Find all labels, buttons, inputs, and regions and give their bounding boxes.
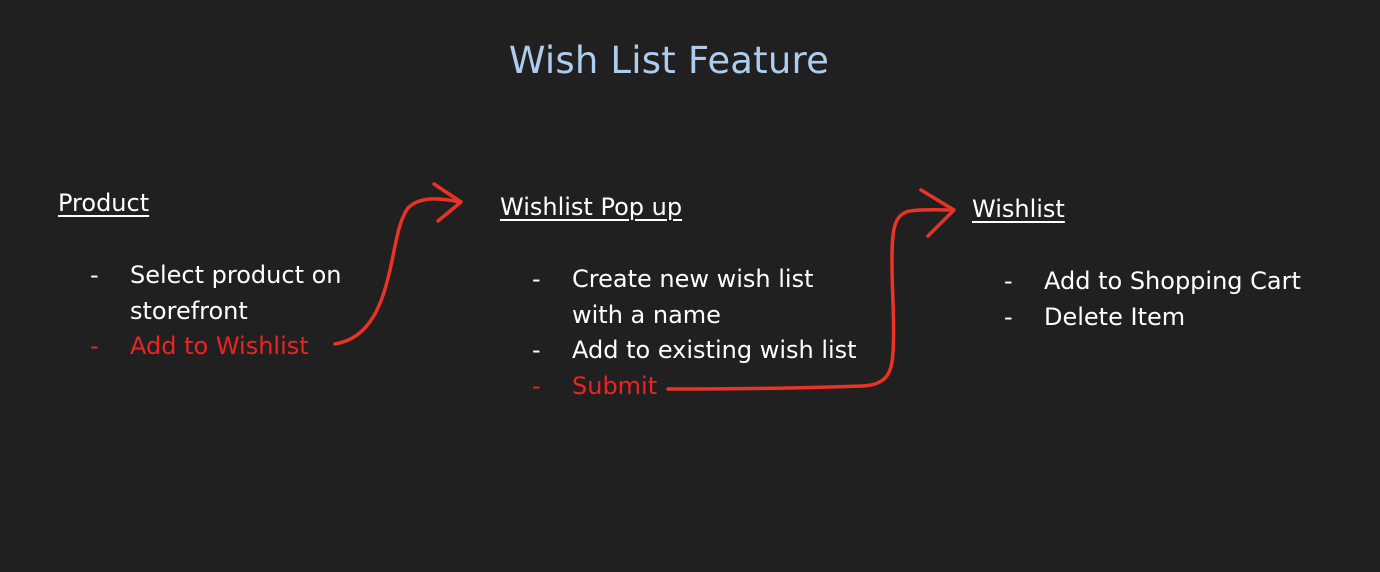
product-header: Product: [58, 189, 150, 217]
step-text-line: storefront: [130, 296, 248, 325]
wishlist-steps-list: - Add to Shopping Cart - Delete Item: [1004, 264, 1301, 335]
step-text-line: Create new wish list: [572, 265, 814, 293]
wishlist-popup-header: Wishlist Pop up: [500, 193, 683, 221]
bullet-dash: -: [1004, 267, 1013, 295]
wishlist-header: Wishlist: [972, 195, 1065, 223]
bullet-dash: -: [1004, 302, 1013, 331]
diagram-title: Wish List Feature: [508, 39, 830, 82]
wishlist-popup-column: Wishlist Pop up - Create new wish list w…: [500, 192, 857, 400]
wishlist-step-delete-item: - Delete Item: [1004, 300, 1301, 336]
step-text-line: Add to existing wish list: [572, 336, 857, 364]
step-text-line: Add to Wishlist: [130, 332, 309, 360]
arrow-product-to-popup-line: [333, 197, 462, 346]
product-step-add-to-wishlist: - Add to Wishlist: [90, 329, 342, 365]
bullet-dash: -: [532, 265, 541, 293]
arrow-product-to-popup-head: [432, 182, 463, 223]
bullet-dash: -: [532, 336, 541, 364]
wishlist-step-add-to-cart: - Add to Shopping Cart: [1004, 264, 1301, 300]
wishlist-column: Wishlist - Add to Shopping Cart - Delete…: [972, 194, 1301, 331]
bullet-dash: -: [532, 371, 541, 400]
product-step-select: - Select product on storefront: [90, 258, 342, 329]
popup-step-add-existing: - Add to existing wish list: [532, 333, 857, 369]
arrow-popup-to-wishlist-head: [919, 188, 956, 238]
bullet-dash: -: [90, 261, 99, 289]
product-steps-list: - Select product on storefront - Add to …: [90, 258, 342, 365]
step-text-line: with a name: [572, 300, 721, 329]
arrow-product-to-popup: [333, 182, 463, 346]
step-text-line: Select product on: [130, 261, 342, 289]
bullet-dash: -: [90, 332, 99, 360]
popup-step-create-new: - Create new wish list with a name: [532, 262, 857, 333]
wishlist-popup-steps-list: - Create new wish list with a name - Add…: [532, 262, 857, 404]
step-text-line: Add to Shopping Cart: [1044, 267, 1301, 295]
product-column: Product - Select product on storefront -…: [58, 188, 342, 360]
step-text-line: Delete Item: [1044, 302, 1186, 331]
popup-step-submit: - Submit: [532, 369, 857, 405]
step-text-line: Submit: [572, 371, 658, 400]
